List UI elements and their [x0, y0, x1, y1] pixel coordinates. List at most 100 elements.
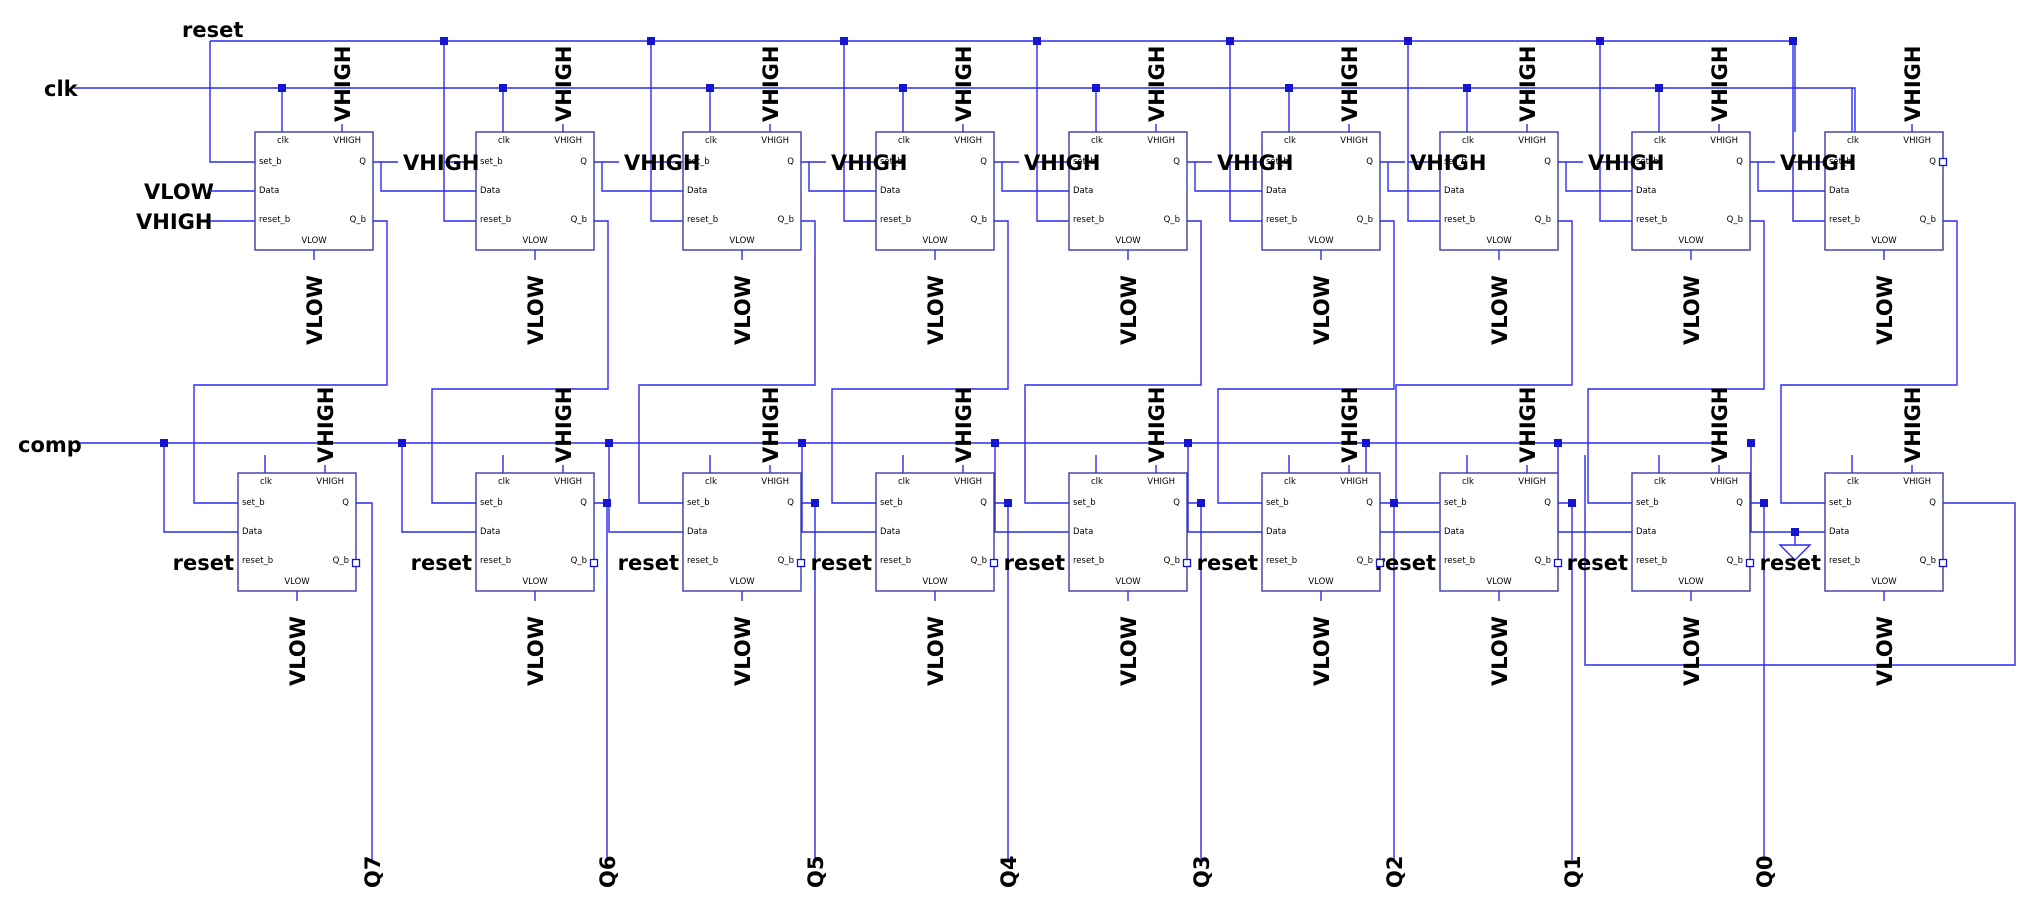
pin-q-b: Q_b: [971, 215, 987, 225]
wire-junction: [1596, 37, 1604, 45]
flipflop-body: [682, 131, 802, 251]
net-label-reset-b: reset: [411, 551, 472, 575]
pin-set-b: set_b: [480, 498, 503, 508]
wire-comp-to-data: [608, 443, 683, 533]
pin-q: Q: [580, 157, 587, 167]
pin-q: Q: [1929, 498, 1936, 508]
pin-data: Data: [880, 186, 900, 196]
net-label-vlow: VLOW: [524, 616, 548, 686]
pin-data: Data: [1073, 527, 1093, 537]
pin-clk: clk: [498, 477, 510, 487]
wire-junction: [1568, 499, 1576, 507]
pin-data: Data: [1444, 527, 1464, 537]
wire-reset-drop: [843, 41, 876, 222]
wire-junction: [398, 439, 406, 447]
wire-junction: [1092, 84, 1100, 92]
pin-vhigh: VHIGH: [1903, 136, 1931, 146]
pin-data: Data: [880, 527, 900, 537]
pin-q: Q: [1173, 157, 1180, 167]
net-label-vhigh-q: VHIGH: [831, 151, 907, 175]
flipflop-body: [1631, 472, 1751, 592]
net-label-vhigh: VHIGH: [952, 46, 976, 122]
wire-junction: [1184, 439, 1192, 447]
net-label-vlow: VLOW: [924, 275, 948, 345]
pin-clk: clk: [705, 477, 717, 487]
pin-vlow: VLOW: [1678, 577, 1704, 587]
net-label-comp: comp: [18, 433, 82, 457]
pin-vlow: VLOW: [1678, 236, 1704, 246]
net-label-vhigh: VHIGH: [952, 387, 976, 463]
net-label-vhigh: VHIGH: [1708, 46, 1732, 122]
wire-qb-to-set-b: [1024, 220, 1202, 504]
wire-junction: [1655, 84, 1663, 92]
pin-data: Data: [1073, 186, 1093, 196]
pin-clk: clk: [277, 136, 289, 146]
wire-comp-to-data: [1750, 443, 1825, 533]
net-label-reset-b: reset: [811, 551, 872, 575]
pin-q: Q: [1544, 498, 1551, 508]
pin-reset-b: reset_b: [480, 215, 511, 225]
pin-vlow: VLOW: [1115, 577, 1141, 587]
pin-reset-b: reset_b: [1636, 556, 1667, 566]
wire-qb-to-set-b: [1217, 220, 1395, 504]
wire-comp-to-data: [994, 443, 1069, 533]
pin-q-b: Q_b: [571, 215, 587, 225]
unconnected-pin-marker: [1938, 157, 1948, 167]
net-label-clk: clk: [44, 77, 79, 101]
net-label-vlow-data: VLOW: [144, 180, 214, 204]
output-label-q5: Q5: [804, 856, 828, 888]
net-label-vlow: VLOW: [1117, 616, 1141, 686]
wire-reset-drop: [1407, 41, 1440, 222]
output-label-q0: Q0: [1753, 856, 1777, 888]
pin-q: Q: [1736, 498, 1743, 508]
net-label-vhigh: VHIGH: [1516, 387, 1540, 463]
flipflop-body: [1261, 472, 1381, 592]
pin-reset-b: reset_b: [1444, 556, 1475, 566]
pin-vhigh: VHIGH: [1518, 136, 1546, 146]
pin-set-b: set_b: [480, 157, 503, 167]
pin-q-b: Q_b: [333, 556, 349, 566]
net-label-vlow: VLOW: [1680, 275, 1704, 345]
pin-vlow: VLOW: [284, 577, 310, 587]
pin-q-b: Q_b: [1727, 556, 1743, 566]
net-label-vhigh: VHIGH: [552, 387, 576, 463]
pin-q-b: Q_b: [971, 556, 987, 566]
wire-reset-drop: [1229, 41, 1262, 222]
pin-reset-b: reset_b: [1266, 556, 1297, 566]
pin-data: Data: [1829, 186, 1849, 196]
wire-q-output: [594, 502, 608, 860]
net-label-vhigh: VHIGH: [759, 387, 783, 463]
pin-vlow: VLOW: [1308, 236, 1334, 246]
pin-reset-b: reset_b: [880, 215, 911, 225]
net-label-vlow: VLOW: [1117, 275, 1141, 345]
pin-set-b: set_b: [687, 498, 710, 508]
pin-vlow: VLOW: [1871, 236, 1897, 246]
pin-vhigh: VHIGH: [1147, 136, 1175, 146]
pin-reset-b: reset_b: [1073, 215, 1104, 225]
pin-vlow: VLOW: [922, 577, 948, 587]
pin-set-b: set_b: [1266, 498, 1289, 508]
pin-clk: clk: [1284, 477, 1296, 487]
net-label-vhigh: VHIGH: [552, 46, 576, 122]
wire-qb-to-set-b: [1395, 220, 1573, 504]
pin-vlow: VLOW: [1486, 577, 1512, 587]
wire-q-to-data: [1001, 162, 1069, 192]
pin-clk: clk: [898, 136, 910, 146]
pin-set-b: set_b: [1829, 498, 1852, 508]
net-label-vlow: VLOW: [731, 275, 755, 345]
wire-junction: [1004, 499, 1012, 507]
pin-vlow: VLOW: [1115, 236, 1141, 246]
flipflop-body: [1261, 131, 1381, 251]
pin-clk: clk: [898, 477, 910, 487]
flipflop-body: [1068, 472, 1188, 592]
pin-q-b: Q_b: [1535, 556, 1551, 566]
wire-q-to-data: [1565, 162, 1632, 192]
wire-reset-drop: [443, 41, 476, 222]
wire-reset-drop: [1599, 41, 1632, 222]
net-label-vlow: VLOW: [1488, 616, 1512, 686]
